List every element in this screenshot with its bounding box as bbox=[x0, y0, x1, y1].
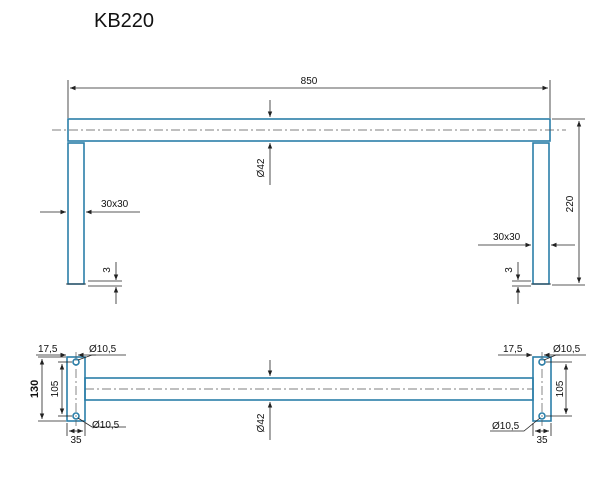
width-label: 130 bbox=[29, 380, 41, 398]
front-right-leg bbox=[532, 142, 550, 285]
right-leg-section-label: 30x30 bbox=[493, 232, 521, 243]
drawing-title: KB220 bbox=[94, 10, 155, 32]
length-label: 850 bbox=[301, 76, 318, 87]
top-view: 130 105 105 17,5 17,5 35 35 Ø10,5 Ø bbox=[29, 344, 586, 446]
left-hole-spacing-label: 105 bbox=[50, 380, 61, 397]
hole-bottom-left-label: Ø10,5 bbox=[92, 420, 120, 431]
left-foot-thickness-label: 3 bbox=[102, 267, 113, 273]
front-left-leg bbox=[67, 142, 85, 285]
left-leg-section-label: 30x30 bbox=[101, 199, 129, 210]
hole-top-right-leader bbox=[543, 354, 586, 361]
right-edge-label: 17,5 bbox=[503, 344, 523, 355]
hole-bottom-right bbox=[538, 412, 546, 420]
hole-bottom-left-leader bbox=[77, 417, 126, 428]
hole-top-left bbox=[72, 358, 80, 366]
hole-top-left-leader bbox=[77, 354, 126, 361]
front-view: 850 Ø42 30x30 30x30 220 3 bbox=[40, 76, 585, 304]
hole-top-right bbox=[538, 358, 546, 366]
hole-bottom-right-leader bbox=[490, 417, 541, 432]
top-tube-diameter-label: Ø42 bbox=[256, 413, 267, 432]
height-label: 220 bbox=[565, 195, 576, 212]
left-plate-width-label: 35 bbox=[70, 435, 82, 446]
left-edge-label: 17,5 bbox=[38, 344, 58, 355]
front-tube-diameter-label: Ø42 bbox=[256, 158, 267, 177]
hole-top-right-label: Ø10,5 bbox=[553, 344, 581, 355]
hole-bottom-right-label: Ø10,5 bbox=[492, 421, 520, 432]
right-plate-width-label: 35 bbox=[536, 435, 548, 446]
right-hole-spacing-label: 105 bbox=[555, 380, 566, 397]
hole-bottom-left bbox=[72, 412, 80, 420]
hole-top-left-label: Ø10,5 bbox=[89, 344, 117, 355]
right-foot-thickness-label: 3 bbox=[504, 267, 515, 273]
